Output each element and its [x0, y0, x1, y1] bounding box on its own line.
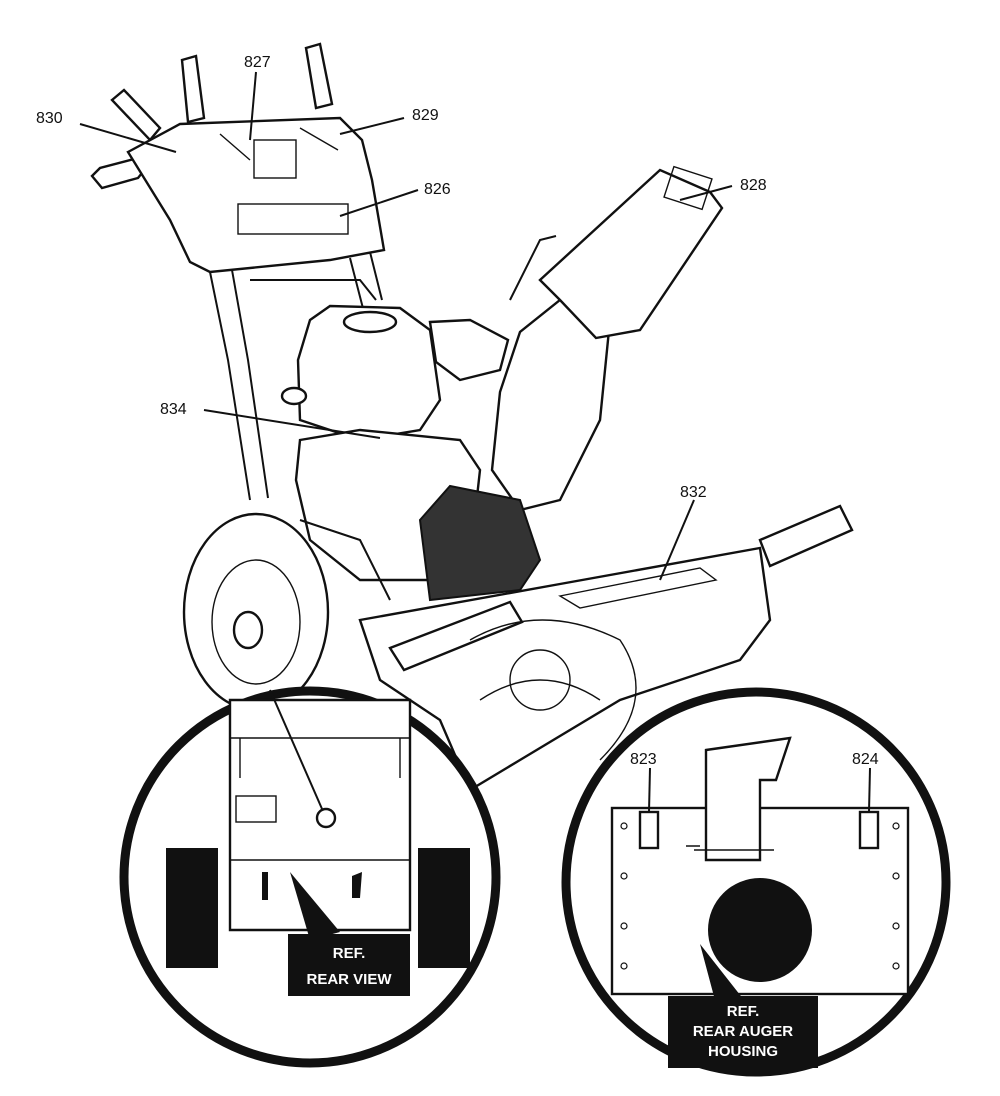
rear-left-tire	[166, 848, 218, 968]
housing-bolts	[620, 822, 900, 970]
callout-827: 827	[244, 54, 271, 71]
auger-view-tag	[668, 996, 818, 1068]
wheel-hub	[232, 610, 264, 650]
discharge-chute	[490, 298, 612, 512]
rear-view-inset: REF. REAR VIEW	[119, 686, 501, 1068]
rear-shaft	[269, 689, 327, 819]
callout-832: 832	[680, 484, 707, 501]
housing-label-832	[558, 567, 718, 609]
left-wheel	[182, 512, 330, 712]
auger-view-subtitle: HOUSING	[708, 1043, 778, 1060]
auger-opening	[708, 878, 812, 982]
rear-view-ref: REF.	[333, 945, 366, 962]
auger-view-title: REAR AUGER	[693, 1023, 793, 1040]
auger-housing	[358, 546, 772, 792]
panel-label-826	[237, 203, 349, 235]
leader-834	[203, 409, 381, 439]
auger-view-ref: REF.	[727, 1003, 760, 1020]
rear-view-title: REAR VIEW	[306, 971, 392, 988]
belt-cover	[418, 484, 542, 602]
leader-828	[679, 185, 733, 201]
engine-cap	[342, 310, 398, 334]
control-panel	[126, 116, 386, 274]
callout-823: 823	[630, 751, 657, 768]
callout-830: 830	[36, 110, 63, 127]
leader-824	[868, 767, 871, 813]
fuel-tank	[428, 318, 510, 382]
decal-823	[638, 810, 660, 850]
rear-right-tire	[418, 848, 470, 968]
center-grip	[180, 54, 206, 124]
handle-frame	[209, 251, 383, 501]
panel-window-827	[253, 139, 297, 179]
oil-cap	[280, 386, 308, 406]
auger-view-pointer	[700, 944, 744, 1004]
callout-829: 829	[412, 107, 439, 124]
auger-drive-shaft	[758, 504, 854, 568]
leader-lines	[79, 71, 871, 813]
rear-view-tag	[288, 934, 410, 996]
leader-830	[79, 123, 177, 153]
callout-826: 826	[424, 181, 451, 198]
leader-823	[648, 767, 651, 813]
leader-827	[249, 71, 257, 141]
callout-824: 824	[852, 751, 879, 768]
chute-deflector	[538, 168, 724, 340]
snowblower-illustration	[90, 42, 854, 792]
callout-828: 828	[740, 177, 767, 194]
rear-auger-housing-inset: REF. REAR AUGER HOUSING	[561, 687, 951, 1077]
rear-view-pointer	[290, 872, 340, 940]
callout-labels: 830 827 829 826 828 834 832 823 824	[36, 54, 879, 768]
chute-label-828	[663, 165, 713, 211]
decal-824	[858, 810, 880, 850]
left-handle	[110, 88, 162, 142]
leader-829	[339, 117, 405, 135]
callout-834: 834	[160, 401, 187, 418]
auger-chute-stub	[704, 736, 792, 862]
leader-826	[339, 189, 419, 217]
right-grip	[304, 42, 334, 110]
auger-hub	[509, 649, 571, 711]
leader-832	[659, 499, 695, 581]
